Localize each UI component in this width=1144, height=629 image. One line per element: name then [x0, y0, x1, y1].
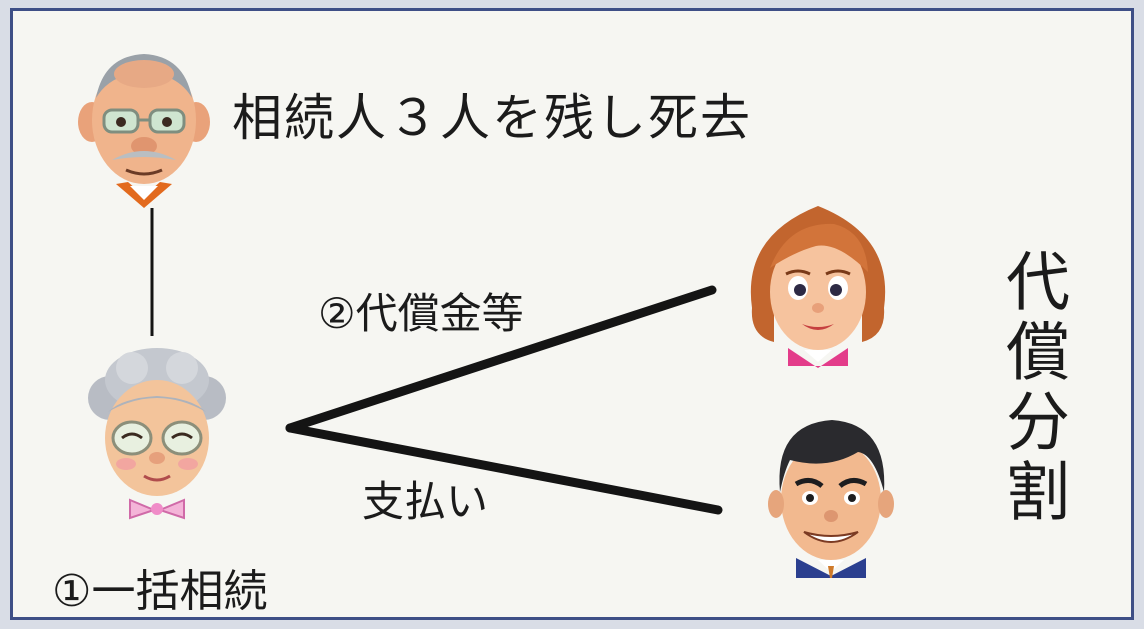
branch-line-upper	[285, 285, 717, 433]
diagram-title: 相続人３人を残し死去	[232, 89, 752, 147]
branch-line-lower	[285, 423, 723, 515]
payment-label: 支払い	[362, 477, 489, 526]
grandmother-avatar	[88, 348, 226, 520]
daughter-avatar	[750, 206, 886, 368]
compensation-label: ②代償金等	[318, 289, 524, 338]
method-label-vertical: 代償分割	[995, 248, 1069, 528]
son-avatar	[768, 420, 894, 578]
lump-inheritance-caption: ①一括相続	[52, 566, 268, 617]
grandfather-avatar	[78, 54, 210, 208]
